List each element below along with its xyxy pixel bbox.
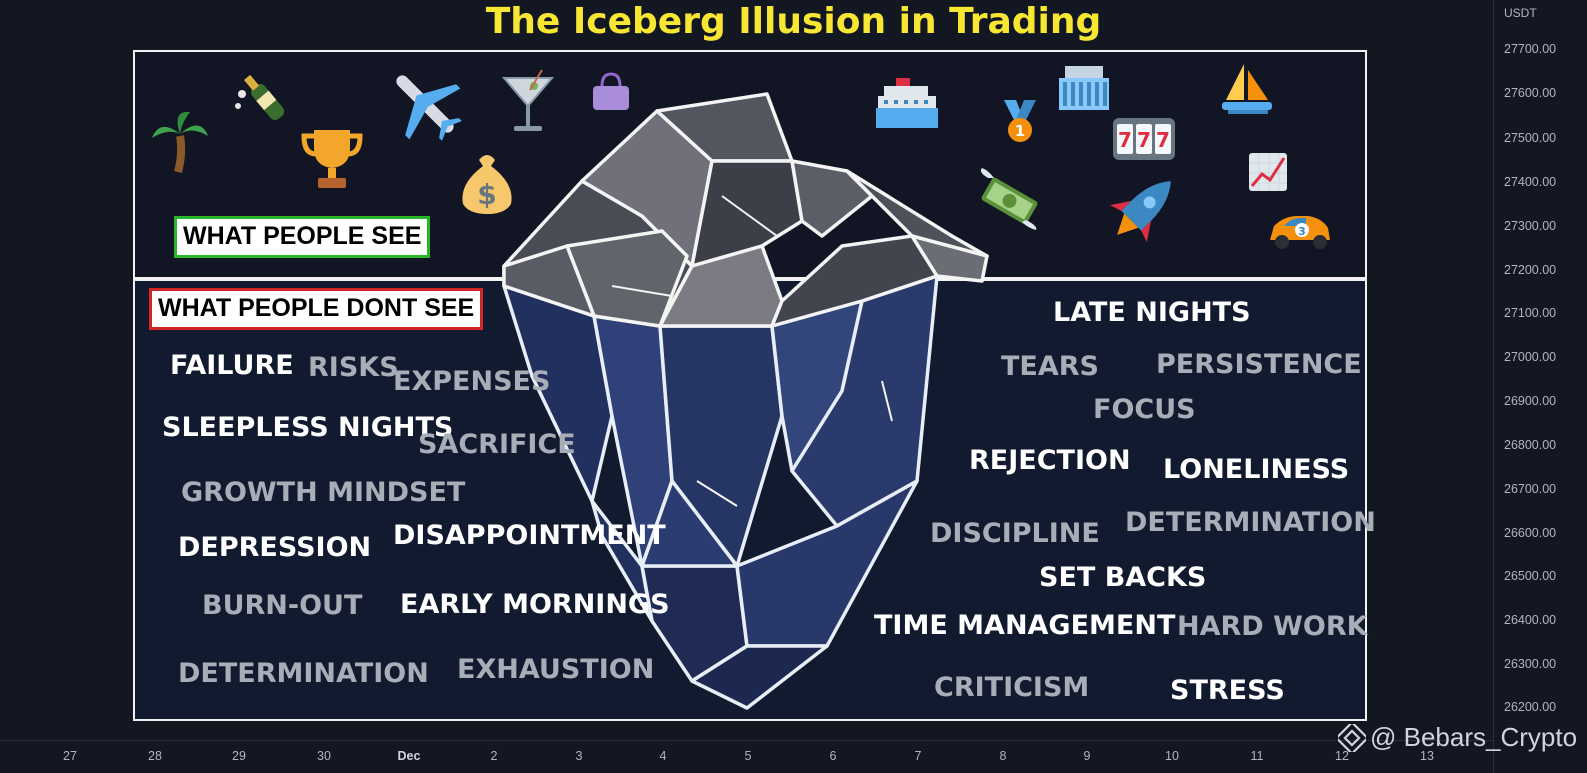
svg-text:7: 7: [1137, 128, 1151, 152]
word-sacrifice: SACRIFICE: [418, 429, 576, 460]
word-determination-left: DETERMINATION: [178, 658, 429, 689]
word-risks: RISKS: [308, 352, 399, 383]
svg-text:7: 7: [1156, 128, 1170, 152]
word-discipline: DISCIPLINE: [930, 518, 1100, 549]
word-sleepless-nights: SLEEPLESS NIGHTS: [162, 412, 454, 443]
champagne-icon: [235, 74, 285, 120]
sailboat-icon: [1222, 64, 1272, 114]
word-failure: FAILURE: [170, 350, 294, 381]
word-tears: TEARS: [1001, 351, 1099, 382]
price-axis[interactable]: USDT 27700.00 27600.00 27500.00 27400.00…: [1493, 0, 1587, 773]
medal-icon: 1: [1004, 100, 1036, 142]
price-tick: 26400.00: [1504, 613, 1557, 627]
price-tick: 26700.00: [1504, 482, 1557, 496]
word-determination-right: DETERMINATION: [1125, 507, 1376, 538]
word-hard-work: HARD WORK: [1177, 611, 1368, 642]
word-late-nights: LATE NIGHTS: [1053, 297, 1251, 328]
word-stress: STRESS: [1170, 675, 1285, 706]
time-tick: 8: [999, 749, 1007, 763]
word-early-mornings: EARLY MORNINGS: [400, 589, 670, 620]
price-tick: 27400.00: [1504, 175, 1557, 189]
time-tick: 29: [232, 749, 246, 763]
flying-money-icon: [980, 168, 1038, 230]
chart-up-icon: [1249, 153, 1287, 191]
word-depression: DEPRESSION: [178, 532, 372, 563]
time-tick: 28: [148, 749, 162, 763]
word-expenses: EXPENSES: [393, 366, 551, 397]
handbag-icon: [593, 72, 629, 110]
price-tick: 27500.00: [1504, 131, 1557, 145]
word-growth-mindset: GROWTH MINDSET: [181, 477, 466, 508]
price-tick: 27600.00: [1504, 86, 1557, 100]
price-tick: 27700.00: [1504, 42, 1557, 56]
price-tick: 26500.00: [1504, 569, 1557, 583]
what-people-dont-see-label: WHAT PEOPLE DONT SEE: [149, 288, 484, 330]
time-tick-month: Dec: [397, 749, 421, 763]
airplane-icon: [396, 75, 462, 141]
price-tick: 26300.00: [1504, 657, 1557, 671]
time-tick: 6: [829, 749, 837, 763]
watermark-text: @ Bebars_Crypto: [1370, 722, 1578, 752]
race-car-icon: 3: [1270, 216, 1330, 249]
what-people-see-label: WHAT PEOPLE SEE: [174, 216, 431, 258]
time-axis[interactable]: 27 28 29 30 Dec 2 3 4 5 6 7 8 9 10 11 12…: [0, 740, 1493, 773]
rocket-icon: [1110, 181, 1171, 242]
time-tick: 3: [575, 749, 583, 763]
svg-text:$: $: [477, 178, 496, 211]
time-tick: 11: [1250, 749, 1264, 763]
cruise-ship-icon: [876, 78, 938, 128]
word-criticism: CRITICISM: [934, 672, 1090, 703]
time-tick: 27: [63, 749, 77, 763]
word-disappointment: DISAPPOINTMENT: [393, 520, 666, 551]
time-tick: 4: [659, 749, 667, 763]
word-exhaustion: EXHAUSTION: [457, 654, 655, 685]
time-tick: 30: [317, 749, 331, 763]
price-tick: 26200.00: [1504, 700, 1557, 714]
price-tick: 26800.00: [1504, 438, 1557, 452]
price-tick: 27200.00: [1504, 263, 1557, 277]
word-set-backs: SET BACKS: [1039, 562, 1207, 593]
hotel-icon: [1059, 66, 1109, 110]
time-tick: 13: [1420, 749, 1434, 763]
price-tick: 27300.00: [1504, 219, 1557, 233]
price-tick: 27100.00: [1504, 306, 1557, 320]
time-tick: 2: [490, 749, 498, 763]
price-tick: 27000.00: [1504, 350, 1557, 364]
iceberg-graphic: [502, 92, 989, 710]
price-tick: 26900.00: [1504, 394, 1557, 408]
palm-tree-icon: [152, 111, 208, 174]
author-watermark: @ Bebars_Crypto: [1338, 722, 1577, 753]
time-tick: 10: [1165, 749, 1179, 763]
word-focus: FOCUS: [1093, 394, 1196, 425]
price-axis-unit: USDT: [1504, 6, 1537, 20]
word-persistence: PERSISTENCE: [1156, 349, 1362, 380]
price-tick: 26600.00: [1504, 526, 1557, 540]
time-tick: 12: [1335, 749, 1349, 763]
word-burn-out: BURN-OUT: [202, 590, 363, 621]
trophy-icon: [301, 130, 363, 188]
svg-text:1: 1: [1015, 122, 1025, 140]
word-time-management: TIME MANAGEMENT: [874, 610, 1176, 641]
page-title: The Iceberg Illusion in Trading: [485, 1, 1102, 42]
time-tick: 5: [744, 749, 752, 763]
cocktail-icon: [501, 69, 555, 131]
binance-logo-icon: [1338, 723, 1366, 752]
svg-text:3: 3: [1298, 225, 1306, 238]
word-rejection: REJECTION: [969, 445, 1131, 476]
time-tick: 7: [914, 749, 922, 763]
money-bag-icon: $: [462, 155, 512, 214]
word-loneliness: LONELINESS: [1163, 454, 1350, 485]
time-tick: 9: [1083, 749, 1091, 763]
svg-text:7: 7: [1118, 128, 1132, 152]
